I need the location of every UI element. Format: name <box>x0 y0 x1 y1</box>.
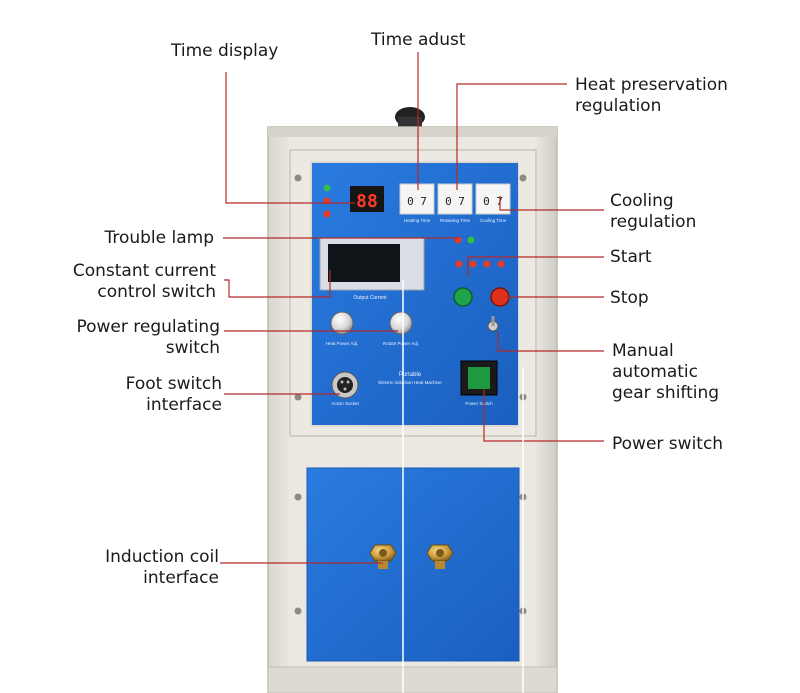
label-trouble-lamp: Trouble lamp <box>104 228 214 248</box>
label-power-regulating: Power regulating switch <box>76 317 220 358</box>
timer-digits-3: 0 7 <box>483 195 503 208</box>
label-time-display: Time display <box>171 41 279 61</box>
label-start: Start <box>610 247 652 267</box>
knob-caption-left: Heat Power Adj. <box>326 341 358 346</box>
time-display-area: 88 <box>323 184 384 218</box>
foot-switch-caption: Action Socket <box>331 401 359 406</box>
timer-digits-2: 0 7 <box>445 195 465 208</box>
knob-caption-right: Rotate Power Adj. <box>383 341 419 346</box>
leader-lines <box>220 52 604 564</box>
coil-connector-left <box>369 544 397 569</box>
frame-screws <box>294 174 527 615</box>
label-stop: Stop <box>610 288 649 308</box>
timer-group: 0 7 0 7 0 7 Heating Time Retaining Time … <box>399 183 511 223</box>
label-foot-switch: Foot switch interface <box>125 374 222 415</box>
power-knob-right[interactable] <box>389 311 413 335</box>
label-induction-coil: Induction coil interface <box>105 547 219 588</box>
timer-digits-1: 0 7 <box>407 195 427 208</box>
machine-name-line2: Electric Induction Heat Machine <box>378 380 442 385</box>
timer-caption-3: Cooling Time <box>480 218 507 223</box>
timer-caption-2: Retaining Time <box>440 218 471 223</box>
lower-panel <box>306 467 520 662</box>
time-display-digits: 88 <box>356 191 378 212</box>
foot-switch-socket[interactable] <box>331 371 359 399</box>
coil-connector-right <box>426 544 454 569</box>
indicator-lamps <box>455 260 505 268</box>
start-button[interactable] <box>453 287 473 307</box>
label-power-switch: Power switch <box>612 434 724 454</box>
label-heat-preservation: Heat preservation regulation <box>575 75 728 116</box>
output-current-caption: Output Current <box>353 295 387 301</box>
divider-lines <box>402 280 524 693</box>
manual-auto-toggle[interactable] <box>487 316 499 332</box>
power-switch[interactable] <box>460 360 498 396</box>
power-switch-caption: Power Switch <box>465 401 493 406</box>
machine-name-line1: Portable <box>399 372 422 378</box>
label-time-adjust: Time adust <box>371 30 466 50</box>
label-cooling: Cooling regulation <box>610 191 697 232</box>
label-manual-auto: Manual automatic gear shifting <box>612 341 720 403</box>
power-knob-left[interactable] <box>330 311 354 335</box>
label-constant-current: Constant current control switch <box>72 261 216 302</box>
timer-caption-1: Heating Time <box>404 218 431 223</box>
output-current-display: Output Current <box>319 237 425 301</box>
